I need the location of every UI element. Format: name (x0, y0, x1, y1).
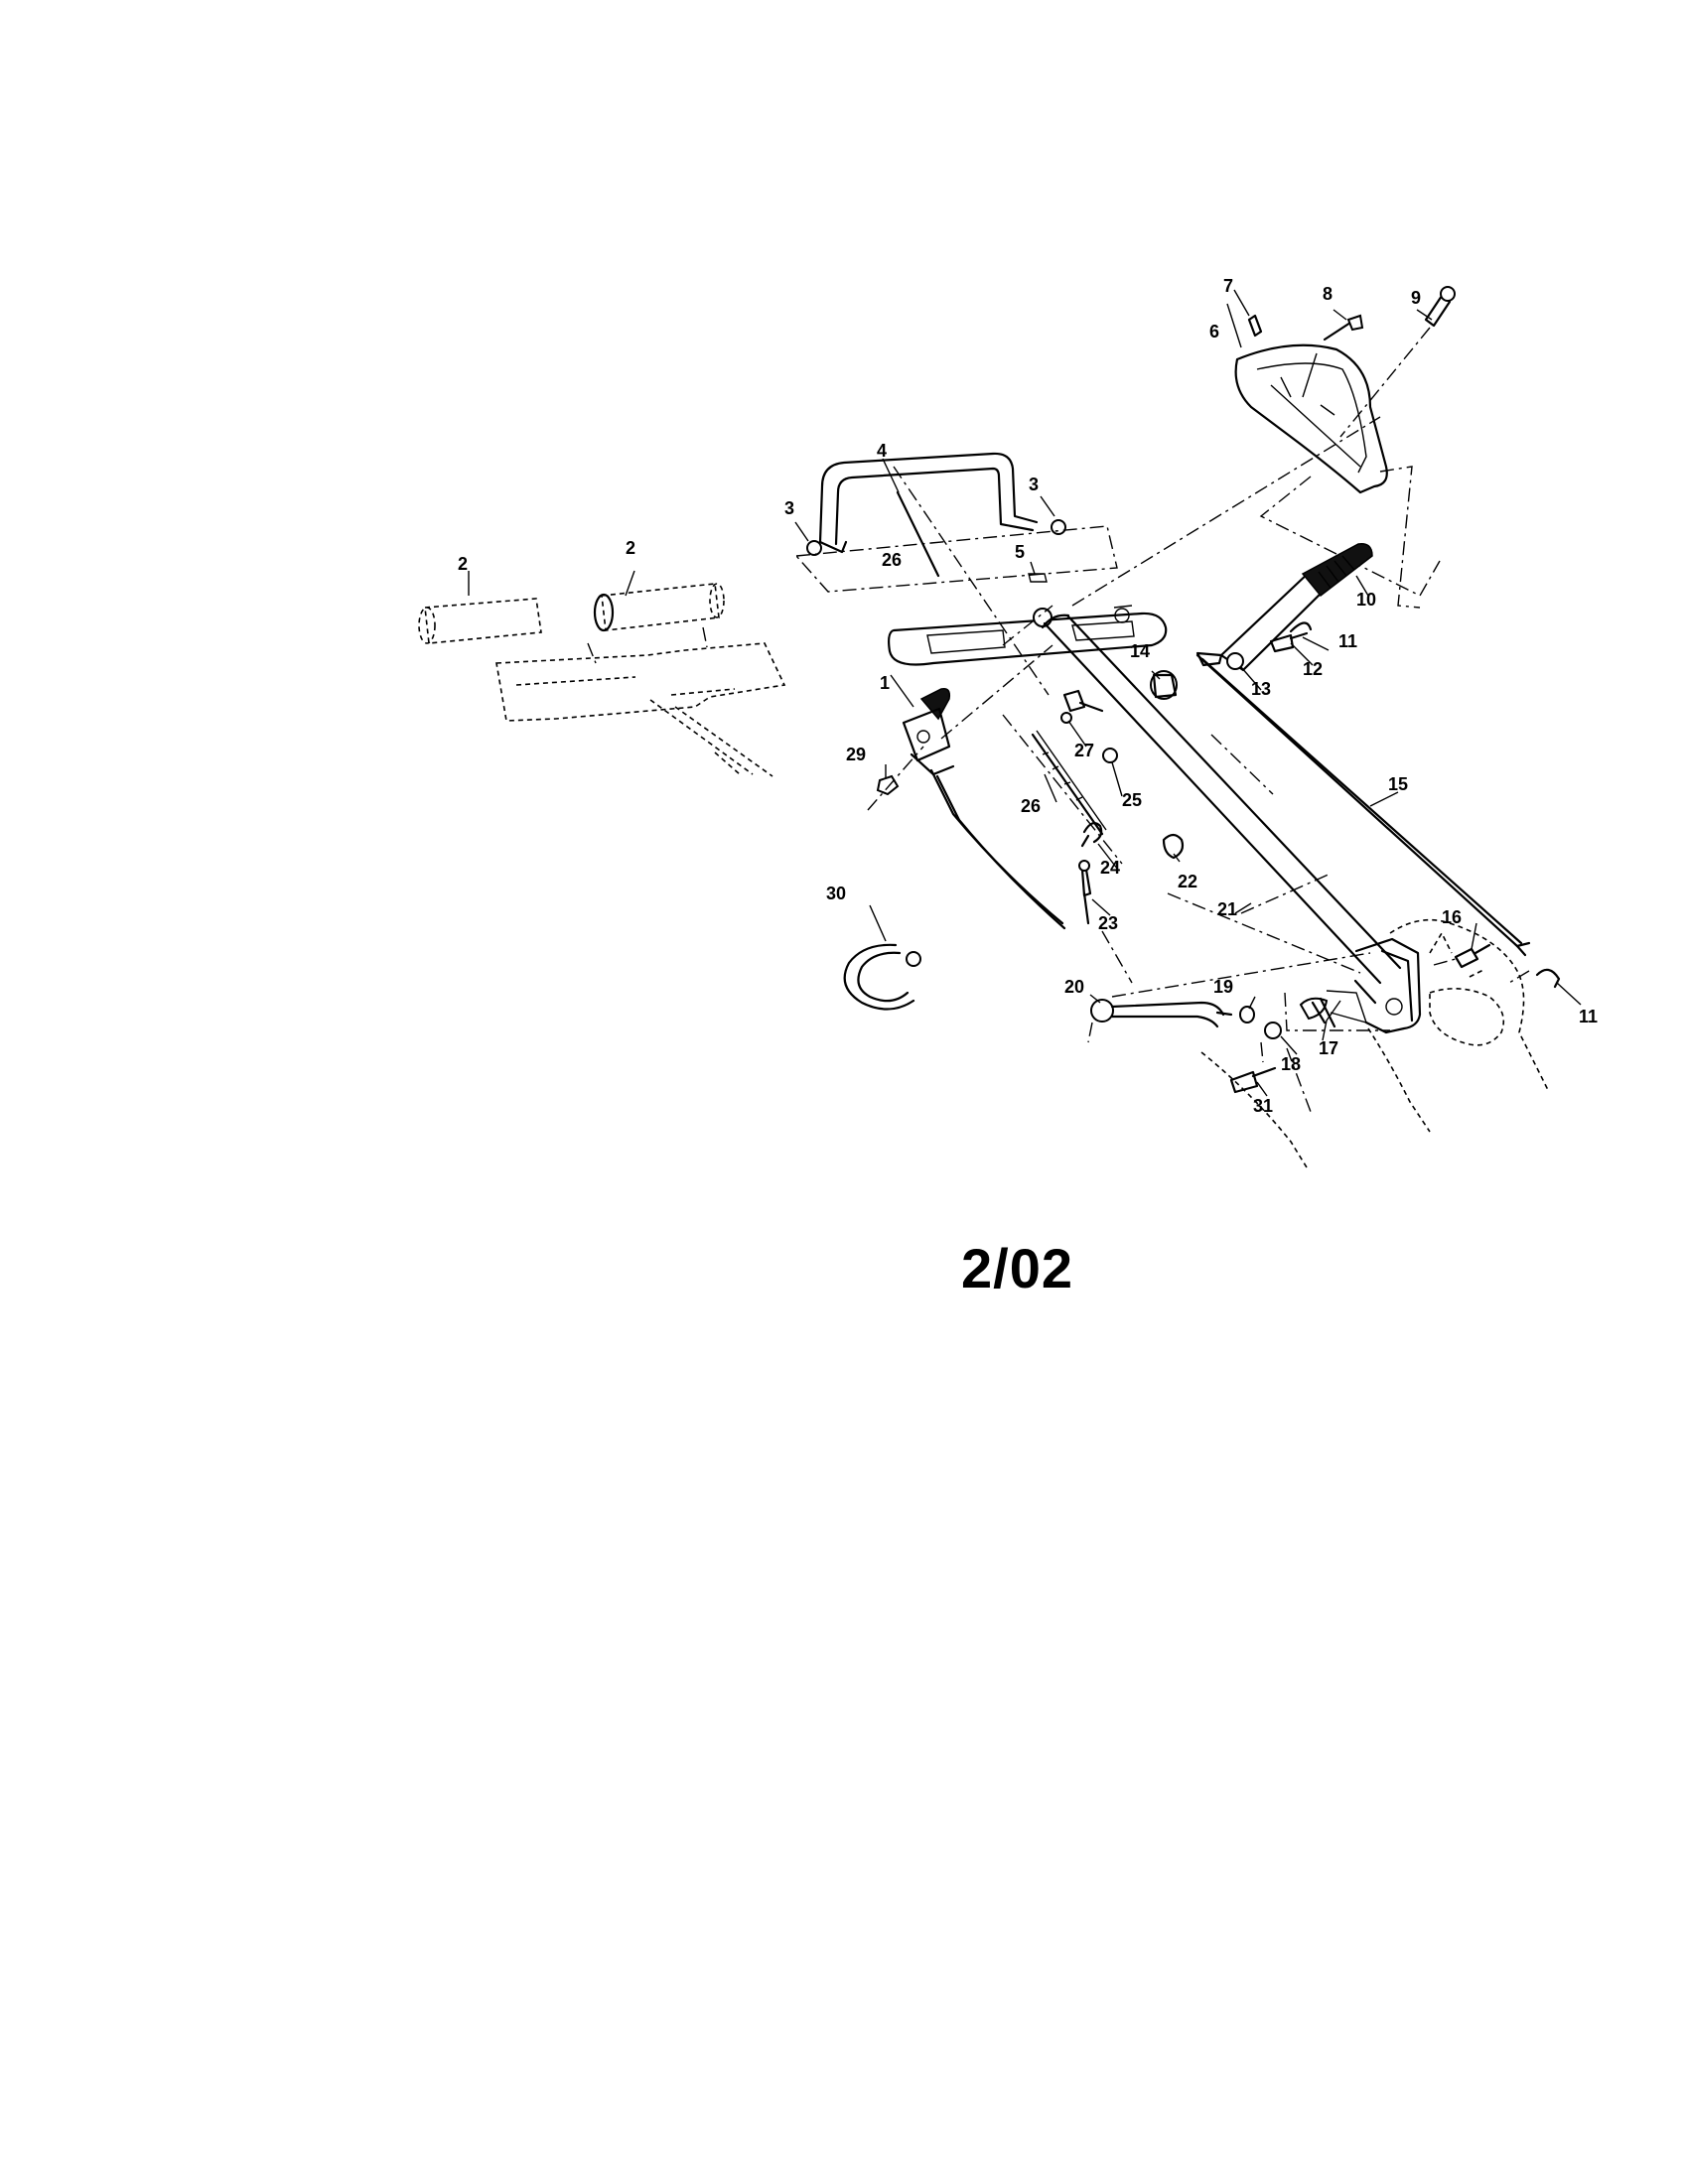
lever-bolt (1269, 631, 1309, 653)
throttle-nut (876, 774, 900, 796)
part-labels: 1 2 2 3 3 4 5 6 7 8 9 10 11 11 12 13 14 … (458, 276, 1598, 1116)
part-label: 8 (1323, 284, 1333, 304)
part-label: 2 (626, 538, 635, 558)
part-label: 18 (1281, 1054, 1301, 1074)
part-label: 25 (1122, 790, 1142, 810)
centerline (1508, 970, 1530, 984)
handle-grips-ghost (418, 583, 786, 777)
cable-clip (1060, 689, 1104, 724)
main-handle-tube (1041, 614, 1402, 1005)
handle-panel (888, 605, 1168, 666)
part-label: 31 (1253, 1096, 1273, 1116)
part-label: 5 (1015, 542, 1025, 562)
part-label: 26 (882, 550, 902, 570)
cable-bolt (1078, 860, 1092, 925)
shift-lever (1195, 543, 1373, 672)
snap-ring (843, 943, 921, 1011)
part-label: 13 (1251, 679, 1271, 699)
throttle-control (902, 644, 1066, 930)
part-label: 16 (1442, 907, 1462, 927)
centerline (1071, 416, 1381, 607)
lower-shift-shaft (1087, 952, 1371, 1043)
centerline (1379, 466, 1421, 609)
part-label: 3 (1029, 475, 1039, 494)
centerline (1167, 892, 1361, 974)
part-label: 27 (1074, 741, 1094, 760)
part-label: 26 (1021, 796, 1041, 816)
part-label: 2 (458, 554, 468, 574)
centerline (1240, 873, 1332, 914)
shaft-washer (1239, 1006, 1255, 1024)
part-label: 11 (1579, 1007, 1598, 1026)
hand-grip-right (593, 583, 725, 632)
centerline (1002, 714, 1123, 865)
cable-clamp (1080, 822, 1103, 848)
part-label: 23 (1098, 913, 1118, 933)
part-label: 14 (1130, 641, 1150, 661)
part-label: 9 (1411, 288, 1421, 308)
part-label: 29 (846, 745, 866, 764)
part-label: 20 (1064, 977, 1084, 997)
part-label: 10 (1356, 590, 1376, 610)
part-label: 30 (826, 884, 846, 903)
part-label: 1 (880, 673, 890, 693)
upper-handle-bracket (794, 452, 1118, 696)
cover-pin (1247, 314, 1263, 338)
leader-lines (468, 289, 1582, 1097)
control-cable (1031, 730, 1107, 836)
part-label: 17 (1319, 1038, 1338, 1058)
part-label: 15 (1388, 774, 1408, 794)
centerline (1260, 1041, 1312, 1113)
centerline (1284, 992, 1390, 1031)
cable-nut (1102, 748, 1118, 763)
date-code: 2/02 (961, 1237, 1073, 1299)
part-label: 7 (1223, 276, 1233, 296)
part-label: 22 (1178, 872, 1197, 891)
hand-grip-left (418, 598, 542, 644)
cotter-pin-lower (1535, 968, 1561, 989)
centerline (1259, 476, 1441, 597)
shaft-nut (1264, 1022, 1282, 1039)
lower-bracket (1299, 937, 1422, 1034)
shift-rod (1195, 653, 1531, 957)
cover-screw (1323, 314, 1364, 341)
bushing (1028, 573, 1048, 583)
part-label: 11 (1338, 631, 1357, 651)
part-label: 21 (1217, 899, 1237, 919)
part-label: 4 (877, 441, 887, 461)
part-label: 6 (1209, 322, 1219, 341)
part-label: 12 (1303, 659, 1323, 679)
upper-cable-rod (896, 490, 940, 578)
housing-bolt (1433, 943, 1491, 969)
part-label: 19 (1213, 977, 1233, 997)
console-cover (1234, 343, 1388, 494)
lower-bolt (1229, 1066, 1277, 1094)
centerline (1002, 605, 1053, 646)
part-label: 24 (1100, 858, 1120, 878)
part-label: 3 (784, 498, 794, 518)
rod-clip (1162, 833, 1185, 860)
cover-bolt (1339, 286, 1456, 438)
transmission-housing-ghost (1200, 918, 1550, 1168)
centerline (1101, 930, 1133, 984)
spacer (1150, 670, 1178, 700)
cotter-pin-upper (1289, 621, 1313, 633)
